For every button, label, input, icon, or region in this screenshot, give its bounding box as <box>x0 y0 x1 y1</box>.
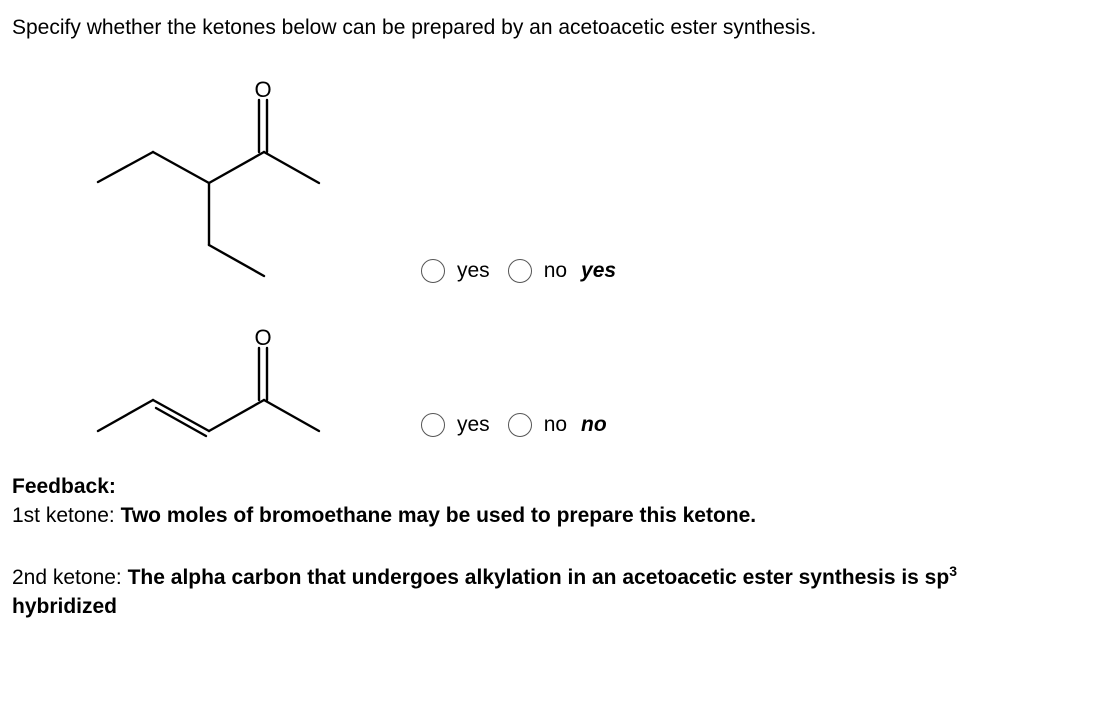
bond <box>262 150 321 185</box>
feedback-item-2-text-after: hybridized <box>12 595 118 618</box>
ketone-2-no-label: no <box>543 413 568 436</box>
feedback-section: Feedback: 1st ketone: Two moles of bromo… <box>12 472 1108 621</box>
bond <box>262 398 321 433</box>
feedback-item-2-superscript: 3 <box>949 563 957 579</box>
feedback-item-1: 1st ketone: Two moles of bromoethane may… <box>12 501 1108 530</box>
oxygen-atom-label: O <box>254 77 271 102</box>
bond <box>96 398 155 433</box>
ketone-1-yes-radio[interactable] <box>421 259 445 283</box>
oxygen-atom-label: O <box>254 325 271 350</box>
ketone-1-yes-label: yes <box>457 259 490 282</box>
ketone-2-no-radio[interactable] <box>507 413 532 437</box>
ketone-2-yes-radio[interactable] <box>421 413 445 437</box>
feedback-item-2: 2nd ketone: The alpha carbon that underg… <box>12 563 1108 621</box>
double-bond-line <box>154 406 208 438</box>
bond <box>151 398 211 433</box>
bond <box>151 150 211 185</box>
ketone-1-options: yes no yes <box>421 259 616 283</box>
bond <box>207 243 266 278</box>
ketone-2-structure: O <box>96 325 321 438</box>
feedback-item-1-label: 1st ketone: <box>12 504 121 527</box>
ketone-1-answer: yes <box>581 259 617 282</box>
feedback-item-2-label: 2nd ketone: <box>12 566 128 589</box>
bond <box>207 150 266 185</box>
bond <box>96 150 155 184</box>
feedback-item-1-text: Two moles of bromoethane may be used to … <box>120 504 757 527</box>
ketone-1-structure: O <box>96 77 321 278</box>
feedback-item-2-text: The alpha carbon that undergoes alkylati… <box>127 566 950 589</box>
ketone-1-no-radio[interactable] <box>507 259 532 283</box>
ketone-2-options: yes no no <box>421 413 607 437</box>
bond <box>207 398 266 433</box>
question-prompt: Specify whether the ketones below can be… <box>12 16 817 39</box>
ketone-2-answer: no <box>581 413 607 436</box>
ketone-1-no-label: no <box>543 259 568 282</box>
ketone-2-yes-label: yes <box>457 413 490 436</box>
feedback-title: Feedback: <box>12 475 116 498</box>
